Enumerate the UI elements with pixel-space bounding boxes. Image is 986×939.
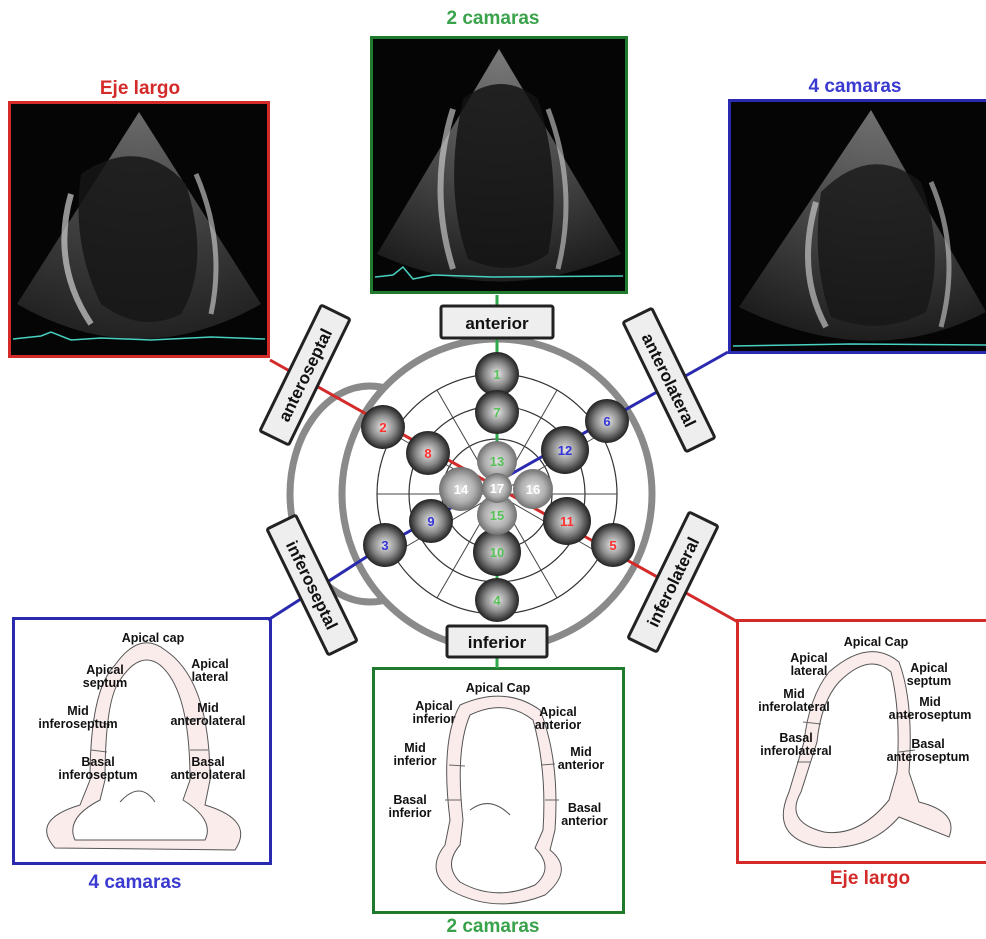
segment-number-1: 1	[493, 367, 500, 382]
segment-number-2: 2	[379, 420, 386, 435]
label-box-inferoseptal: inferoseptal	[267, 515, 357, 655]
segment-number-17: 17	[490, 481, 504, 496]
segment-number-4: 4	[493, 593, 501, 608]
segment-number-11: 11	[560, 514, 574, 529]
segment-number-8: 8	[424, 446, 431, 461]
label-anterior: anterior	[465, 314, 529, 333]
segment-number-13: 13	[490, 454, 504, 469]
segment-number-12: 12	[558, 443, 572, 458]
label-inferior: inferior	[468, 633, 527, 652]
segment-number-7: 7	[493, 405, 500, 420]
label-box-inferior: inferior	[447, 626, 547, 657]
segment-number-14: 14	[454, 482, 469, 497]
segment-number-16: 16	[526, 482, 540, 497]
label-box-anterior: anterior	[441, 306, 553, 338]
segment-number-3: 3	[381, 538, 388, 553]
segment-number-5: 5	[609, 538, 616, 553]
segment-number-10: 10	[490, 545, 504, 560]
segment-number-9: 9	[427, 514, 434, 529]
segment-number-6: 6	[603, 414, 610, 429]
segment-number-15: 15	[490, 508, 504, 523]
